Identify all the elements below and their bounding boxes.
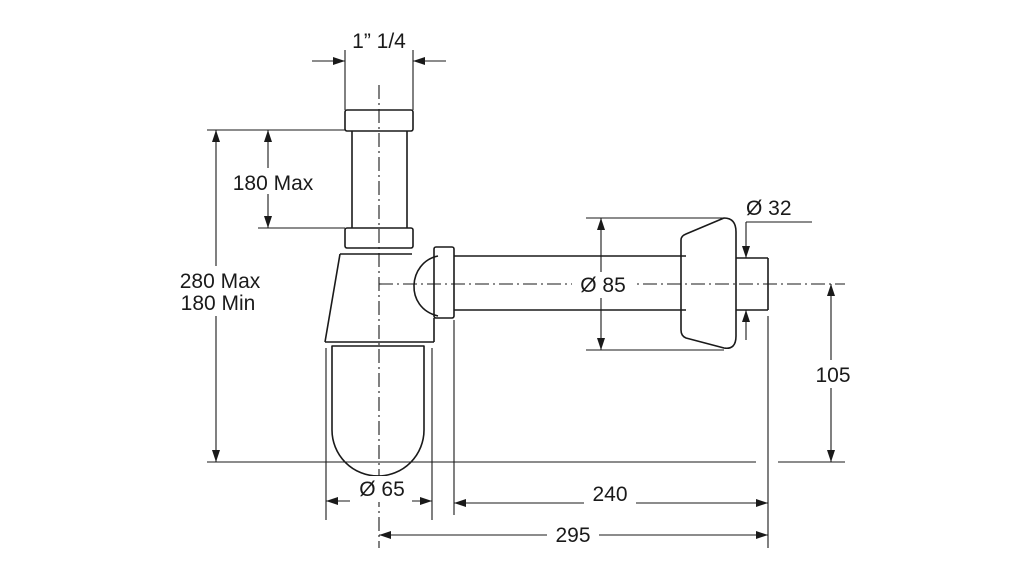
- arrow: [597, 338, 605, 350]
- arrow: [454, 499, 466, 507]
- arrow: [212, 450, 220, 462]
- arrow: [827, 284, 835, 296]
- arrow: [742, 310, 750, 322]
- thread-dimension: 1” 1/4: [312, 30, 446, 110]
- outlet-elbow: [413, 255, 439, 317]
- wall-pipe-diameter-label: Ø 32: [746, 197, 792, 220]
- bottle-trap: [324, 109, 769, 477]
- rosette-diameter-label: Ø 85: [580, 274, 626, 297]
- label-gap: [806, 360, 858, 388]
- arrow: [264, 130, 272, 142]
- bottle-diameter-dimension: Ø 65: [325, 348, 433, 520]
- arrow: [212, 130, 220, 142]
- arrow: [756, 531, 768, 539]
- arm-length-dimension: 240: [453, 316, 769, 548]
- label-gap: [228, 168, 320, 194]
- arrow: [742, 246, 750, 258]
- tube-height-dimension: 180 Max: [228, 129, 345, 229]
- total-height-dimension: 280 Max 180 Min: [168, 129, 272, 462]
- label-gap: [584, 480, 636, 504]
- arrow: [827, 450, 835, 462]
- total-length-dimension: 295: [379, 522, 768, 548]
- outlet-height-dimension: 105: [806, 284, 858, 462]
- arm-length-label: 240: [592, 483, 627, 506]
- label-gap: [547, 522, 599, 548]
- label-gap: [168, 266, 272, 316]
- arrow: [756, 499, 768, 507]
- arrow: [264, 216, 272, 228]
- thread-size-label: 1” 1/4: [352, 30, 406, 53]
- tube-height-label: 180 Max: [233, 172, 314, 195]
- wall-pipe-diameter-dimension: Ø 32: [742, 197, 812, 340]
- arrow: [326, 497, 338, 505]
- total-length-label: 295: [555, 524, 590, 547]
- arrow: [420, 497, 432, 505]
- outlet-height-label: 105: [815, 364, 850, 387]
- total-height-max-label: 280 Max: [180, 270, 261, 293]
- label-gap: [572, 272, 634, 298]
- top-nut: [344, 109, 414, 132]
- outlet-nut: [433, 246, 455, 319]
- arrow: [413, 57, 425, 65]
- bottle-diameter-label: Ø 65: [359, 478, 405, 501]
- arrow: [597, 218, 605, 230]
- rosette-diameter-dimension: Ø 85: [572, 217, 724, 351]
- total-height-min-label: 180 Min: [181, 292, 256, 315]
- arrow: [379, 531, 391, 539]
- wall-rosette: [680, 217, 737, 350]
- compression-nut: [344, 227, 414, 249]
- upper-body: [324, 253, 412, 343]
- bottle-cup: [331, 345, 425, 477]
- label-gap: [350, 476, 412, 502]
- arrow: [333, 57, 345, 65]
